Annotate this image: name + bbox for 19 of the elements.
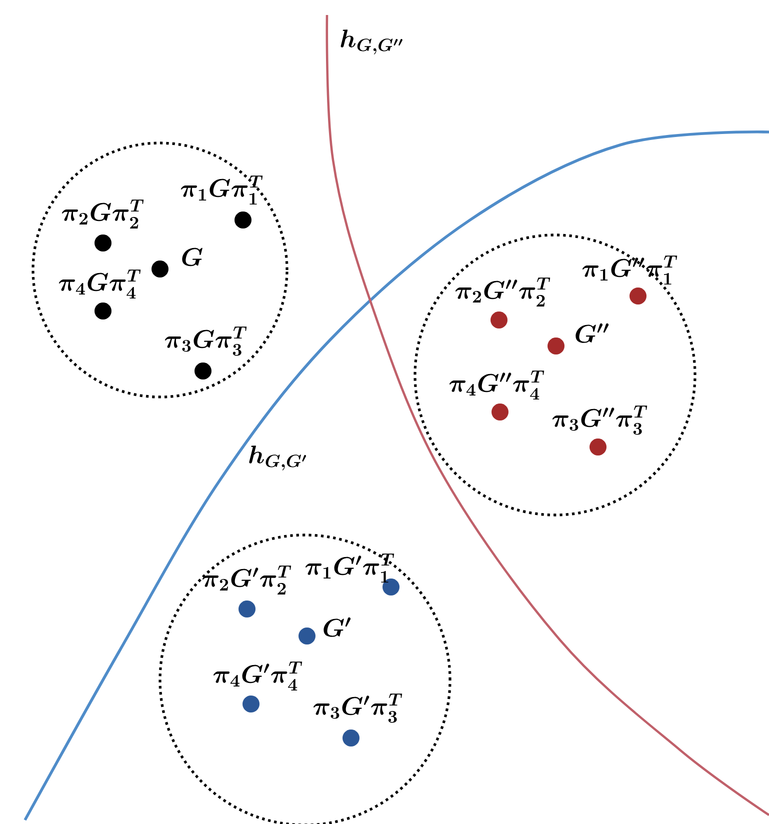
- point-label: $\pi_4G'\pi_4^T$: [213, 662, 302, 691]
- point-label: $G''$: [576, 323, 609, 343]
- point-label: $\pi_1G''\pi_1^T$: [582, 256, 678, 285]
- point-label: $\pi_3G'\pi_3^T$: [313, 694, 402, 723]
- dotted-circle: [32, 142, 288, 398]
- curve-label: $h_{G,G'}$: [249, 446, 306, 470]
- curve-label: $h_{G,G''}$: [340, 30, 402, 54]
- point-label: $G'$: [324, 617, 351, 637]
- point-label: $\pi_3G''\pi_3^T$: [552, 406, 648, 435]
- point-label: $\pi_1G\pi_1^T$: [180, 176, 263, 205]
- point-label: $G$: [182, 248, 202, 266]
- dotted-circle: [414, 234, 696, 516]
- point-label: $\pi_2G\pi_2^T$: [62, 200, 144, 229]
- point-label: $\pi_4G''\pi_4^T$: [449, 370, 544, 400]
- point-label: $\pi_2G'\pi_2^T$: [202, 566, 292, 595]
- point-label: $\pi_1G'\pi_1^T$: [305, 554, 394, 583]
- point-label: $\pi_2G''\pi_2^T$: [455, 278, 550, 307]
- point-label: $\pi_4G\pi_4^T$: [58, 270, 141, 299]
- point-label: $\pi_3G\pi_3^T$: [164, 326, 247, 356]
